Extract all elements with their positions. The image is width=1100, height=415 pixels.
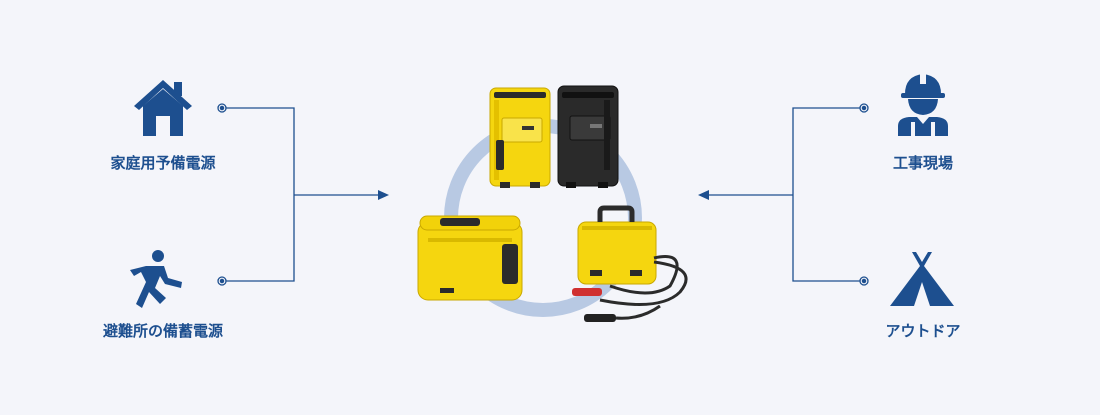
right-connector: [708, 103, 869, 286]
label-home-backup-power: 家庭用予備電源: [110, 154, 216, 172]
house-icon: [134, 80, 192, 136]
yellow-jumpstarter-case-image: [572, 205, 688, 322]
yellow-upright-case-image: [489, 87, 551, 188]
right-arrow-head: [698, 190, 709, 200]
left-arrow-head: [378, 190, 389, 200]
label-construction-site: 工事現場: [892, 154, 954, 172]
construction-worker-icon: [898, 74, 948, 136]
black-upright-case-image: [557, 85, 619, 188]
yellow-flat-case-image: [417, 215, 523, 301]
tent-icon: [890, 252, 954, 306]
running-person-icon: [130, 250, 182, 308]
left-connector: [217, 103, 380, 286]
label-outdoor: アウトドア: [885, 322, 961, 340]
label-shelter-stockpile-power: 避難所の備蓄電源: [102, 322, 224, 340]
